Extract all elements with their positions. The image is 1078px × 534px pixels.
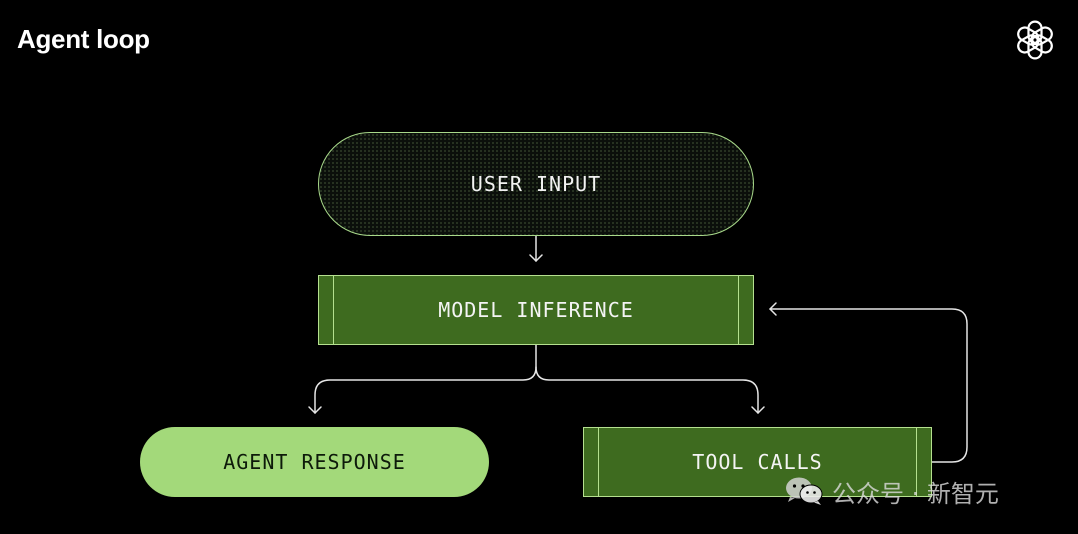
arrowhead-tool-calls [751, 406, 765, 414]
arrow-model-to-agent-response [314, 344, 537, 414]
openai-logo-icon [1017, 20, 1053, 60]
tool-calls-node: TOOL CALLS [583, 427, 932, 497]
watermark-text: 公众号 · 新智元 [832, 479, 999, 508]
agent-response-node: AGENT RESPONSE [140, 427, 489, 497]
right-rail [916, 428, 917, 496]
arrowhead-agent-response [308, 406, 322, 414]
right-rail [738, 276, 739, 344]
arrow-tool-calls-to-model [769, 308, 968, 463]
wechat-icon [786, 477, 823, 505]
left-rail [333, 276, 334, 344]
tool-calls-label: TOOL CALLS [692, 450, 823, 474]
arrow-model-to-tool-calls [535, 366, 759, 414]
model-inference-node: MODEL INFERENCE [318, 275, 754, 345]
watermark: 公众号 · 新智元 [784, 474, 999, 508]
left-rail [598, 428, 599, 496]
user-input-label: USER INPUT [470, 172, 602, 196]
arrowhead-model [529, 254, 543, 262]
model-inference-label: MODEL INFERENCE [438, 298, 634, 322]
agent-response-label: AGENT RESPONSE [223, 450, 406, 474]
arrowhead-loop [769, 302, 777, 316]
user-input-node: USER INPUT [318, 132, 754, 236]
page-title: Agent loop [17, 24, 150, 54]
